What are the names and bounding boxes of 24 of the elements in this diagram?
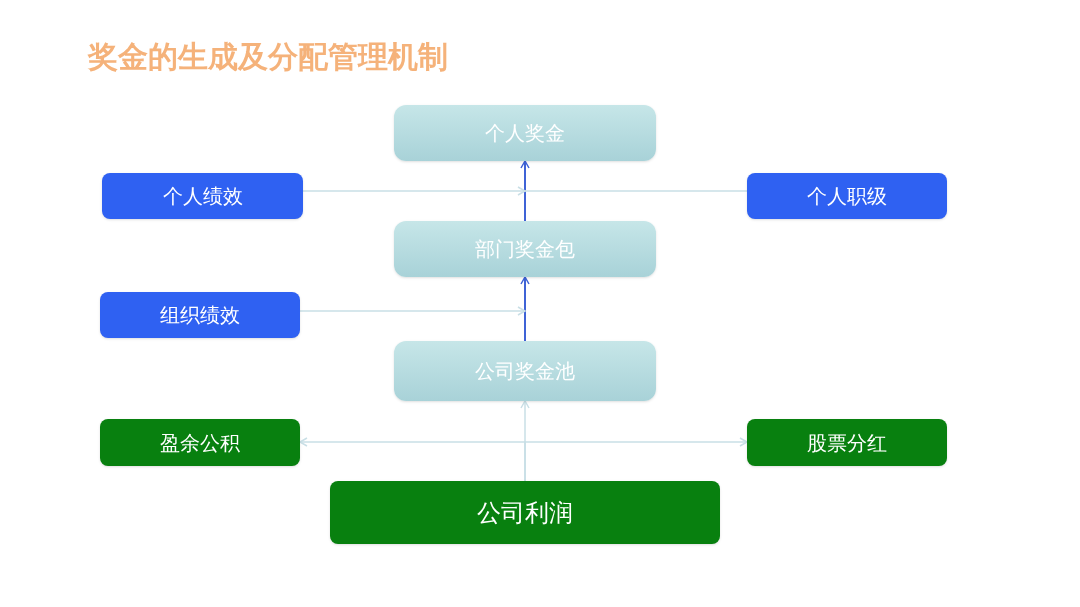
box-label: 股票分红 [807,429,887,457]
title: 奖金的生成及分配管理机制 [88,38,448,76]
process-box [747,419,947,466]
process-box [394,105,656,161]
box-label: 个人职级 [807,183,887,210]
process-box [100,292,300,338]
box-label: 组织绩效 [160,302,240,329]
arrow [299,306,526,316]
arrow [520,276,530,342]
process-box [747,173,947,219]
process-box [102,173,303,219]
arrow [524,437,748,482]
process-box [330,481,720,544]
arrow [302,186,526,196]
box-label: 个人奖金 [485,120,565,147]
box-label: 公司利润 [477,497,573,529]
process-box [100,419,300,466]
process-box [394,221,656,277]
box-label: 盈余公积 [160,429,240,457]
box-label: 个人绩效 [162,183,243,210]
arrow [520,160,530,222]
box-label: 部门奖金包 [475,236,575,263]
box-label: 公司奖金池 [475,358,575,385]
process-box [394,341,656,401]
